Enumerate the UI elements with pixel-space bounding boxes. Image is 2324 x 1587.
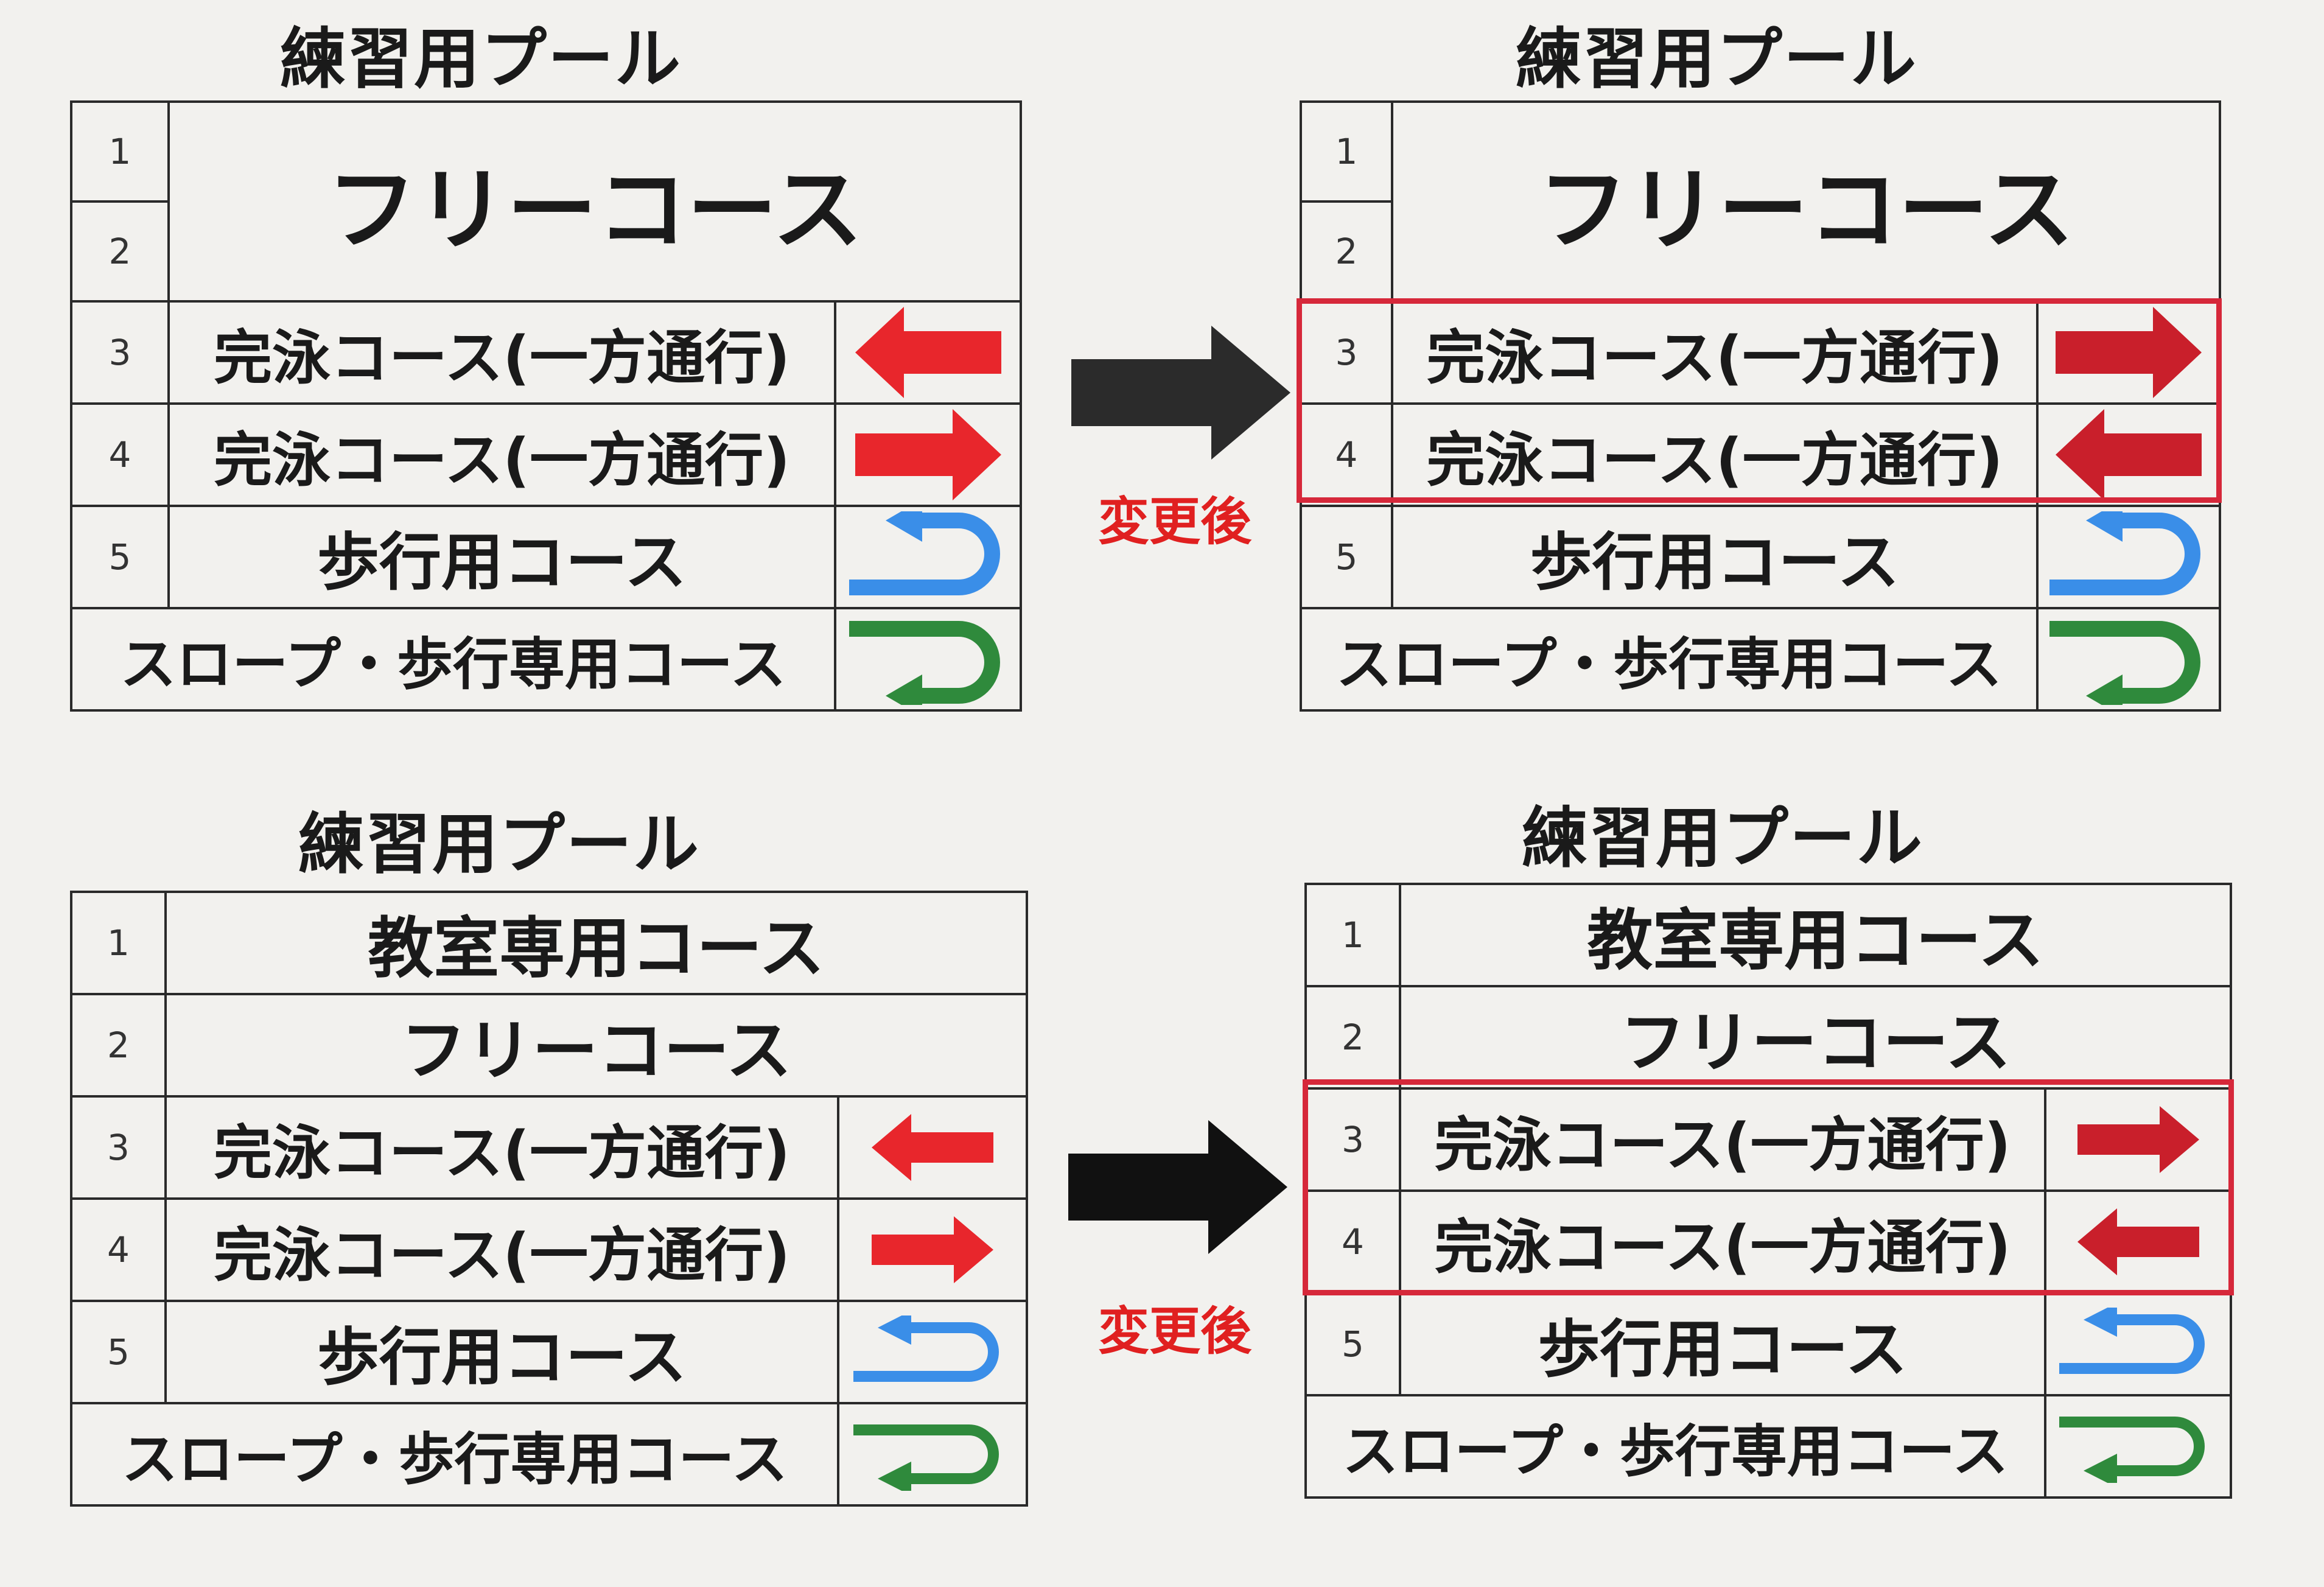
lane-course-label: 歩行用コース: [1399, 1292, 2046, 1396]
lane-number: 1: [70, 100, 170, 203]
lane-number: 1: [1300, 100, 1393, 203]
u-turn-green-icon: [836, 1402, 1029, 1507]
bottom-before-table: 1 教室専用コース 2 フリーコース 3 完泳コース(一方通行) 4 完泳コース…: [70, 891, 1029, 1507]
free-course-label: フリーコース: [167, 100, 1023, 303]
slope-course-label: スロープ・歩行専用コース: [1304, 1394, 2046, 1499]
lane-number: 1: [70, 891, 167, 995]
changed-lanes-highlight: [1303, 1079, 2234, 1295]
slope-course-label: スロープ・歩行専用コース: [1300, 607, 2039, 712]
lane-number: 5: [1304, 1292, 1401, 1396]
right-arrow-icon: [833, 402, 1023, 507]
lane-course-label: 完泳コース(一方通行): [1391, 300, 2039, 405]
lane-course-label: 完泳コース(一方通行): [164, 1095, 839, 1200]
right-arrow-icon: [836, 1197, 1029, 1302]
changed-lanes-highlight: [1297, 298, 2222, 503]
lane-course-label: 歩行用コース: [1391, 505, 2039, 609]
big-right-arrow-icon: [1068, 1120, 1287, 1254]
lane-number: 4: [70, 402, 170, 507]
lane-course-label: 完泳コース(一方通行): [167, 402, 836, 507]
free-course-label: フリーコース: [1398, 985, 2233, 1090]
top-after-table: 1 フリーコース 2 3 完泳コース(一方通行) 4 完泳コース(一方通行) 5…: [1300, 100, 2222, 712]
left-arrow-icon: [2043, 1189, 2233, 1294]
lane-course-label: 完泳コース(一方通行): [1391, 402, 2039, 507]
lane-course-label: 教室専用コース: [164, 891, 1029, 995]
lane-number: 2: [70, 200, 170, 303]
free-course-label: フリーコース: [164, 993, 1029, 1098]
free-course-label: フリーコース: [1390, 100, 2222, 303]
lane-number: 4: [70, 1197, 167, 1302]
u-turn-blue-icon: [2043, 1292, 2233, 1396]
lane-number: 2: [1304, 985, 1401, 1090]
lane-course-label: 完泳コース(一方通行): [1399, 1189, 2046, 1294]
lane-number: 5: [70, 505, 170, 609]
lane-number: 3: [70, 300, 170, 405]
big-right-arrow-icon: [1071, 326, 1290, 460]
lane-number: 1: [1304, 883, 1401, 987]
slope-course-label: スロープ・歩行専用コース: [70, 1402, 839, 1507]
lane-number: 3: [1300, 300, 1393, 405]
lane-number: 2: [70, 993, 167, 1098]
change-label: 変更後: [1097, 492, 1251, 552]
lane-course-label: 歩行用コース: [164, 1300, 839, 1404]
change-label: 変更後: [1097, 1301, 1251, 1361]
pool-title: 練習用プール: [298, 807, 700, 883]
pool-title: 練習用プール: [279, 21, 682, 97]
left-arrow-icon: [836, 1095, 1029, 1200]
u-turn-blue-icon: [836, 1300, 1029, 1404]
lane-number: 3: [70, 1095, 167, 1200]
lane-number: 4: [1304, 1189, 1401, 1294]
lane-number: 2: [1300, 200, 1393, 303]
lane-course-label: 歩行用コース: [167, 505, 836, 609]
lane-course-label: 教室専用コース: [1398, 883, 2233, 987]
right-arrow-icon: [2043, 1087, 2233, 1192]
lane-number: 4: [1300, 402, 1393, 507]
lane-course-label: 完泳コース(一方通行): [167, 300, 836, 405]
u-turn-green-icon: [2043, 1394, 2233, 1499]
bottom-after-table: 1 教室専用コース 2 フリーコース 3 完泳コース(一方通行) 4 完泳コース…: [1304, 883, 2233, 1499]
u-turn-blue-icon: [833, 505, 1023, 609]
left-arrow-icon: [833, 300, 1023, 405]
u-turn-green-icon: [2035, 607, 2222, 712]
lane-number: 5: [1300, 505, 1393, 609]
lane-number: 5: [70, 1300, 167, 1404]
right-arrow-icon: [2035, 300, 2222, 405]
lane-number: 3: [1304, 1087, 1401, 1192]
lane-course-label: 完泳コース(一方通行): [1399, 1087, 2046, 1192]
slope-course-label: スロープ・歩行専用コース: [70, 607, 836, 712]
lane-course-label: 完泳コース(一方通行): [164, 1197, 839, 1302]
u-turn-green-icon: [833, 607, 1023, 712]
pool-title: 練習用プール: [1515, 21, 1917, 97]
top-before-table: 1 フリーコース 2 3 完泳コース(一方通行) 4 完泳コース(一方通行) 5…: [70, 100, 1023, 712]
pool-title: 練習用プール: [1521, 801, 1923, 877]
u-turn-blue-icon: [2035, 505, 2222, 609]
